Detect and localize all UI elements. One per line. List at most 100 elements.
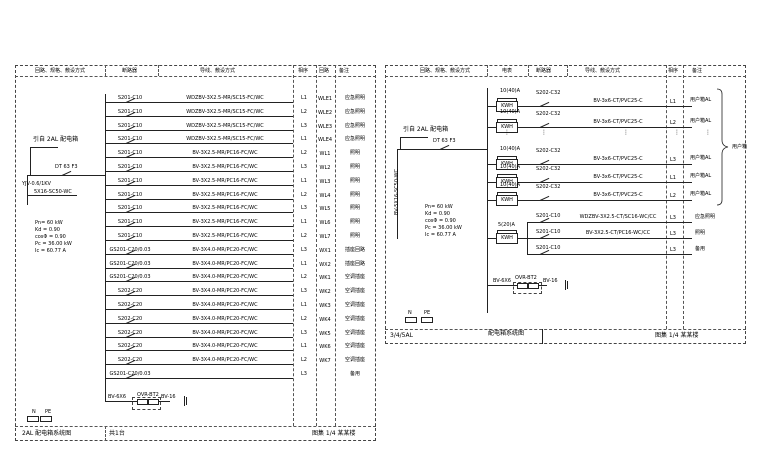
cable-label: BV-3X2.5-MR/PC16-FC/WC: [192, 164, 258, 170]
meter-rating: 10(40)A: [500, 146, 521, 152]
phase-label: L3: [301, 122, 307, 129]
meter-rating: 10(40)A: [500, 182, 521, 188]
cable-label: BV-3X2.5-MR/PC16-FC/WC: [192, 150, 258, 157]
n-terminal: [27, 416, 39, 422]
incoming-line: [27, 175, 105, 176]
cable-label: BV-3x6-CT/PVC25-C: [593, 119, 643, 125]
breaker-label: GS201-C20/0.03: [109, 371, 151, 377]
header-meter: 电表: [502, 68, 513, 74]
cable-label: BV-3X2.5-CT/PC16-WC/CC: [585, 230, 651, 236]
breaker-label: S202-C32: [536, 184, 561, 190]
sheet-label: 图集 1/4 某某楼: [312, 430, 356, 437]
meter-rating: 10(40)A: [500, 109, 521, 115]
cable-label: BV-3x6-CT/PVC25-C: [593, 174, 643, 180]
breaker-label: S202-C20: [117, 329, 143, 336]
source-line: [400, 137, 401, 149]
cable-label: BV-3X4.0-MR/PC20-FC/WC: [192, 260, 258, 267]
breaker-label: S201-C10: [117, 164, 143, 170]
circuit-line: [105, 157, 293, 159]
circuit-id: WL2: [319, 165, 331, 171]
spd-fuse: [528, 283, 539, 289]
use-label: 空调插座: [344, 315, 366, 322]
param: cosΦ = 0.90: [35, 234, 66, 240]
right-frame: [385, 65, 746, 344]
incoming-line: [397, 149, 398, 239]
param: Kd = 0.90: [425, 211, 450, 217]
pe-label: PE: [424, 310, 431, 316]
cable-label: BV-3x6-CT/PVC25-C: [593, 192, 643, 198]
cable-label: BV-3X4.0-MR/PC20-FC/WC: [192, 274, 258, 281]
circuit-id: WK6: [319, 344, 331, 351]
cable-spec: YJV-0.6/1KV: [22, 181, 51, 187]
use-label: 空调插座: [344, 357, 366, 364]
circuit-line: [105, 253, 293, 255]
use-label: 照明: [349, 233, 361, 239]
cable-label: WDZBV-3X2.5-MR/SC15-FC/WC: [186, 136, 264, 143]
circuit-id: WX1: [319, 247, 331, 254]
header-breaker: 断路器: [122, 68, 138, 74]
circuit-id: WL6: [319, 220, 331, 227]
circuit-line: [105, 378, 293, 379]
incoming-line: [27, 175, 28, 205]
circuit-id: WL7: [319, 234, 331, 240]
spd-box: [132, 397, 161, 410]
spd-fuse: [137, 399, 148, 405]
col-divider: [158, 65, 159, 76]
param: Ic = 60.77 A: [35, 248, 66, 254]
cable-spec: 5X16-SC50-WC: [34, 189, 72, 195]
col-divider: [105, 426, 106, 441]
meter-rating: 10(40)A: [500, 88, 521, 94]
breaker-label: S202-C32: [536, 166, 561, 172]
breaker-label: S202-C32: [536, 90, 561, 96]
cable-label: BV-3X4.0-MR/PC20-FC/WC: [192, 357, 258, 364]
spd-box: [513, 282, 542, 294]
pe-label: PE: [45, 409, 52, 415]
circuit-id: WX2: [319, 261, 331, 268]
spd-fuse: [517, 283, 528, 289]
col-divider: [666, 65, 667, 329]
header-loop: 回路: [319, 68, 330, 74]
ground-wire: BV-6X6: [108, 394, 126, 400]
circuit-id: WLE3: [317, 123, 333, 130]
phase-label: L2: [301, 357, 307, 364]
pe-terminal: [40, 416, 52, 422]
main-breaker-label: DT 63 F3: [433, 138, 456, 144]
count-label: 共1台: [109, 430, 125, 437]
col-divider: [542, 329, 543, 344]
breaker-label: S202-C20: [117, 343, 143, 350]
use-label: 应急照明: [344, 95, 366, 101]
phase-label: L1: [301, 260, 307, 267]
header-circuit: 回路、规格、敷设方式: [35, 68, 86, 74]
ellipsis: ⋮: [504, 129, 510, 136]
ellipsis: ⋮: [705, 129, 711, 136]
phase-label: L3: [301, 288, 307, 295]
breaker-label: GS201-C20/0.03: [109, 260, 151, 267]
breaker-label: S202-C20: [117, 288, 143, 295]
phase-label: L1: [301, 302, 307, 308]
breaker-label: S201-C10: [117, 177, 143, 184]
breaker-label: S201-C10: [117, 205, 143, 212]
use-label: 备用: [349, 371, 361, 377]
breaker-label: S201-C10: [117, 233, 143, 239]
use-label: 应急照明: [344, 108, 366, 115]
cable-label: BV-3X2.5-MR/PC16-FC/WC: [192, 205, 258, 212]
circuit-id: WL4: [319, 192, 331, 199]
col-divider: [105, 65, 106, 76]
cable-label: BV-3X2.5-MR/PC16-FC/WC: [192, 219, 258, 226]
param: Pn= 60 kW: [425, 204, 453, 210]
circuit-line: [487, 106, 692, 107]
busbar: [105, 94, 106, 401]
breaker-label: S202-C20: [117, 315, 143, 322]
circuit-line: [105, 226, 293, 228]
breaker-label: S201-C10: [117, 219, 143, 226]
circuit-line: [487, 182, 692, 183]
use-label: 空调插座: [344, 329, 366, 336]
cable-spec: BV-5X16-SC50-WC: [394, 168, 400, 215]
source-line: [30, 147, 31, 175]
title-divider: [385, 329, 746, 330]
breaker-label: S202-C20: [117, 357, 143, 364]
param: Pc = 36.00 kW: [425, 225, 462, 231]
breaker-label: GS201-C20/0.03: [109, 246, 151, 253]
ellipsis: ⋮: [674, 129, 680, 136]
ground-wire: BV-16: [161, 394, 176, 400]
